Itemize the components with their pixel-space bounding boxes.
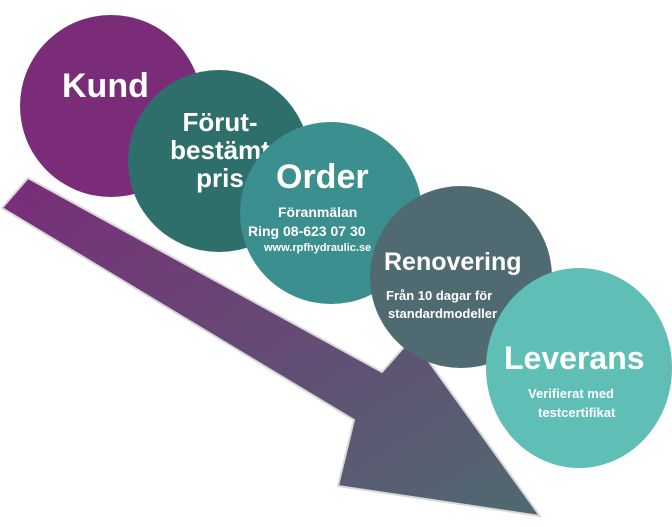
step-pris-title: Förut- bestämt pris <box>170 107 270 193</box>
step-renovering-line1: Från 10 dagar för <box>386 288 493 303</box>
step-leverans: Leverans Verifierat med testcertifikat <box>486 268 672 468</box>
arrow-shape <box>0 176 543 518</box>
step-order-phone: Ring 08-623 07 30 <box>248 223 366 239</box>
step-renovering-line2: standardmodeller <box>388 306 498 321</box>
step-order-preannounce: Föranmälan <box>278 204 358 220</box>
step-leverans-title: Leverans <box>504 340 645 376</box>
step-leverans-line2: testcertifikat <box>538 405 616 420</box>
step-order-website: www.rpfhydraulic.se <box>264 242 372 254</box>
step-kund-title: Kund <box>62 67 149 105</box>
step-renovering-title: Renovering <box>384 248 522 276</box>
step-order-title: Order <box>276 158 369 196</box>
step-pris: Förut- bestämt pris <box>128 70 310 252</box>
step-renovering: Renovering Från 10 dagar för standardmod… <box>370 186 552 368</box>
step-leverans-line1: Verifierat med <box>528 386 614 401</box>
